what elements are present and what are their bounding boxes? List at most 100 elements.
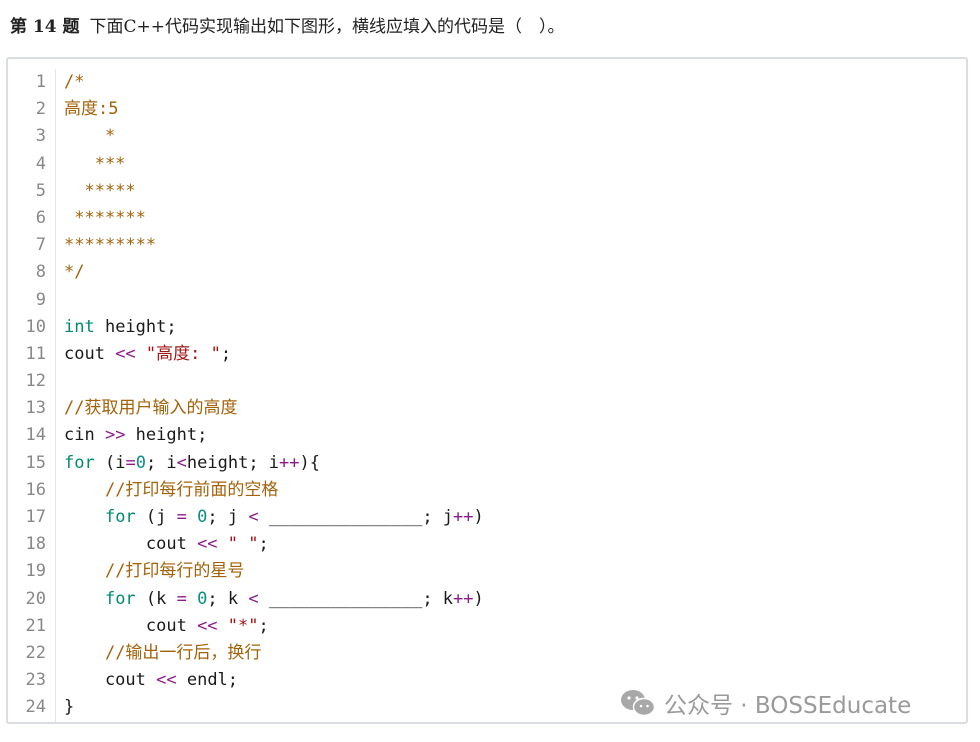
line-number: 2 [8,96,56,124]
code-line: 16 //打印每行前面的空格 [8,476,484,504]
code-text: //获取用户输入的高度 [56,395,237,422]
code-line: 22 //输出一行后，换行 [8,639,484,668]
line-number: 1 [8,69,56,97]
code-line: 4 *** [8,150,484,178]
code-text: //打印每行的星号 [56,558,244,585]
code-token: 高度:5 [64,99,119,120]
code-token: < [248,588,259,609]
code-token: //打印每行前面的空格 [104,479,279,500]
code-token [64,643,105,663]
code-token: ){ [299,452,320,473]
line-number: 9 [8,286,56,314]
code-token [64,589,105,609]
code-text: 高度:5 [56,96,118,123]
code-token: 0 [197,507,208,527]
line-number: 8 [8,259,56,287]
code-token: cout [64,534,198,555]
code-line: 21 cout << "*"; [8,612,484,640]
code-token: height; [94,316,177,337]
code-token: << [197,534,218,555]
code-line: 6 ******* [8,204,484,233]
code-text [56,287,64,314]
code-line: 3 * [8,123,484,151]
question-text: 下面C++代码实现输出如下图形，横线应填入的代码是（ ）。 [89,17,565,37]
line-number: 20 [8,585,56,613]
code-text [56,368,64,395]
code-token: for [104,588,136,609]
code-token: for [64,452,95,473]
watermark: 公众号 · BOSSEducate [620,686,911,720]
wechat-icon [621,690,656,717]
code-token: //输出一行后，换行 [104,642,262,663]
code-token: = [125,452,136,473]
code-token: _______________; k [258,588,454,609]
code-token: cout [64,615,198,636]
code-text: ******* [56,205,146,232]
code-token: height; i [186,452,280,473]
code-token: //获取用户输入的高度 [64,398,238,419]
code-token: cout [64,670,157,691]
line-number: 7 [8,232,56,260]
code-line: 19 //打印每行的星号 [8,558,484,586]
code-text: ***** [56,178,135,205]
line-number: 10 [8,313,56,341]
code-token: ++ [279,452,300,473]
code-token: */ [64,262,85,283]
line-number: 23 [8,667,56,695]
code-token: (k [135,588,177,609]
code-token [218,616,228,636]
line-number: 18 [8,531,56,559]
code-line: 10 int height; [8,313,484,341]
code-token: (j [135,507,177,527]
line-number: 21 [8,612,56,640]
code-token: 0 [135,452,146,473]
line-number: 17 [8,504,56,532]
code-line: 12 [8,368,484,396]
code-token: int [64,316,95,337]
code-text: for (i=0; i<height; i++){ [56,450,320,477]
code-token: } [64,697,75,718]
code-line: 24} [8,694,484,722]
code-token: ; [258,534,269,555]
code-text: */ [56,259,84,286]
code-line: 13//获取用户输入的高度 [8,395,484,423]
code-token: < [248,507,259,527]
line-number: 4 [8,150,56,178]
code-text: for (k = 0; k < _______________; k++) [56,586,484,613]
line-number: 22 [8,639,56,668]
code-token [136,344,146,364]
code-token: = [176,588,187,609]
code-token: << [156,670,177,691]
question-header: 第 14 题下面C++代码实现输出如下图形，横线应填入的代码是（ ）。 [10,12,565,37]
code-token: /* [64,72,85,92]
code-token: "*" [227,615,259,636]
code-text: * [56,123,115,150]
line-number: 24 [8,694,56,722]
code-token: ++ [453,507,474,527]
code-token [64,561,105,581]
code-token [187,507,197,527]
code-line: 5 ***** [8,177,484,205]
code-text: cout << "高度: "; [56,341,231,368]
line-number: 12 [8,368,56,396]
code-line: 20 for (k = 0; k < _______________; k++) [8,585,484,613]
code-token: ********* [64,235,157,256]
line-number: 3 [8,123,56,151]
code-line: 7 ********* [8,232,484,260]
code-line: 18 cout << " "; [8,531,484,559]
code-token: ; [258,615,269,636]
code-text: for (j = 0; j < _______________; j++) [56,504,484,531]
code-token: ) [473,507,484,527]
code-text: } [56,694,74,721]
code-token: << [197,615,218,636]
code-line: 2 高度:5 [8,96,484,124]
line-number: 15 [8,449,56,477]
code-token: < [176,452,187,473]
code-token: _______________; j [258,507,454,527]
code-text: /* [56,69,84,96]
code-token: " " [227,534,259,555]
